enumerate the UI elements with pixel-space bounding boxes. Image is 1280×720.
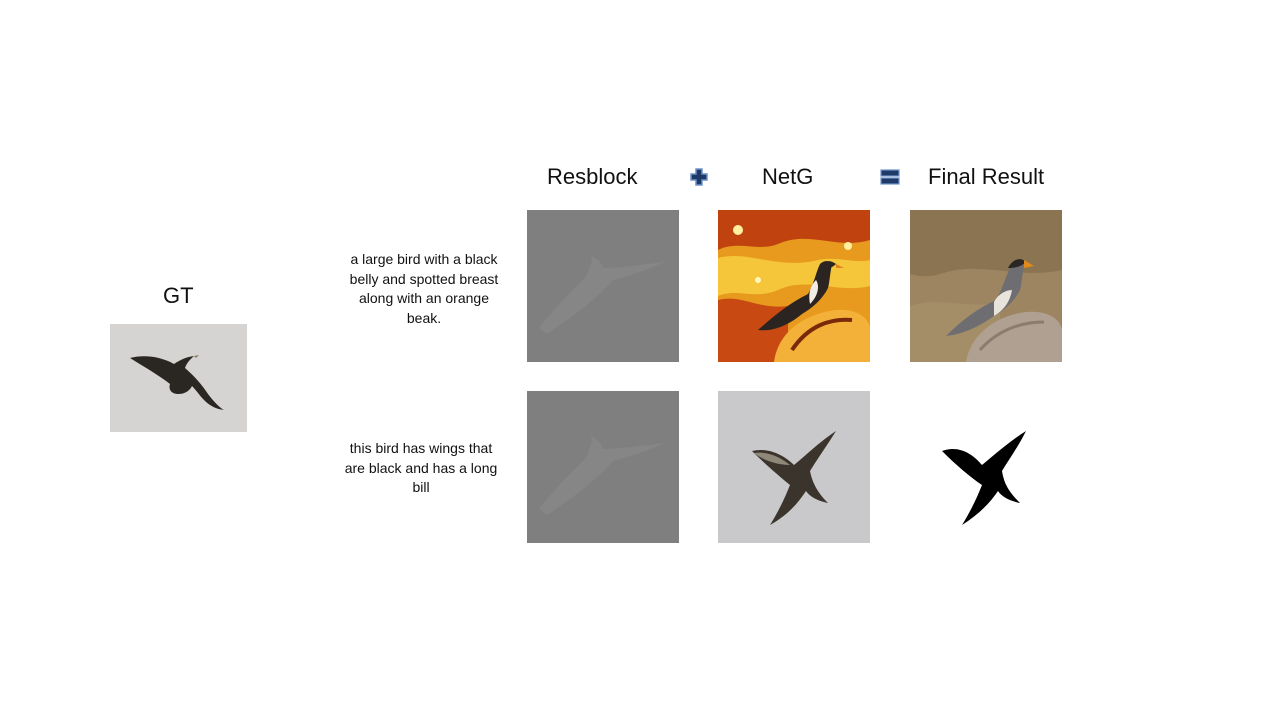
row1-final-result-image [910,210,1062,362]
row2-caption: this bird has wings that are black and h… [344,440,498,495]
equals-icon [880,169,900,185]
header-resblock: Resblock [547,164,638,189]
row2-final-result-image [910,391,1062,543]
header-final-result: Final Result [928,164,1045,189]
row2-resblock-image [527,391,679,543]
row1-netg-image [718,210,870,362]
plus-icon [690,168,708,186]
row1-caption: a large bird with a black belly and spot… [349,251,499,326]
row1-resblock-image [527,210,679,362]
header-netg: NetG [762,164,814,189]
gt-label: GT [163,283,194,308]
row2-netg-image [718,391,870,543]
gt-image [110,324,247,432]
